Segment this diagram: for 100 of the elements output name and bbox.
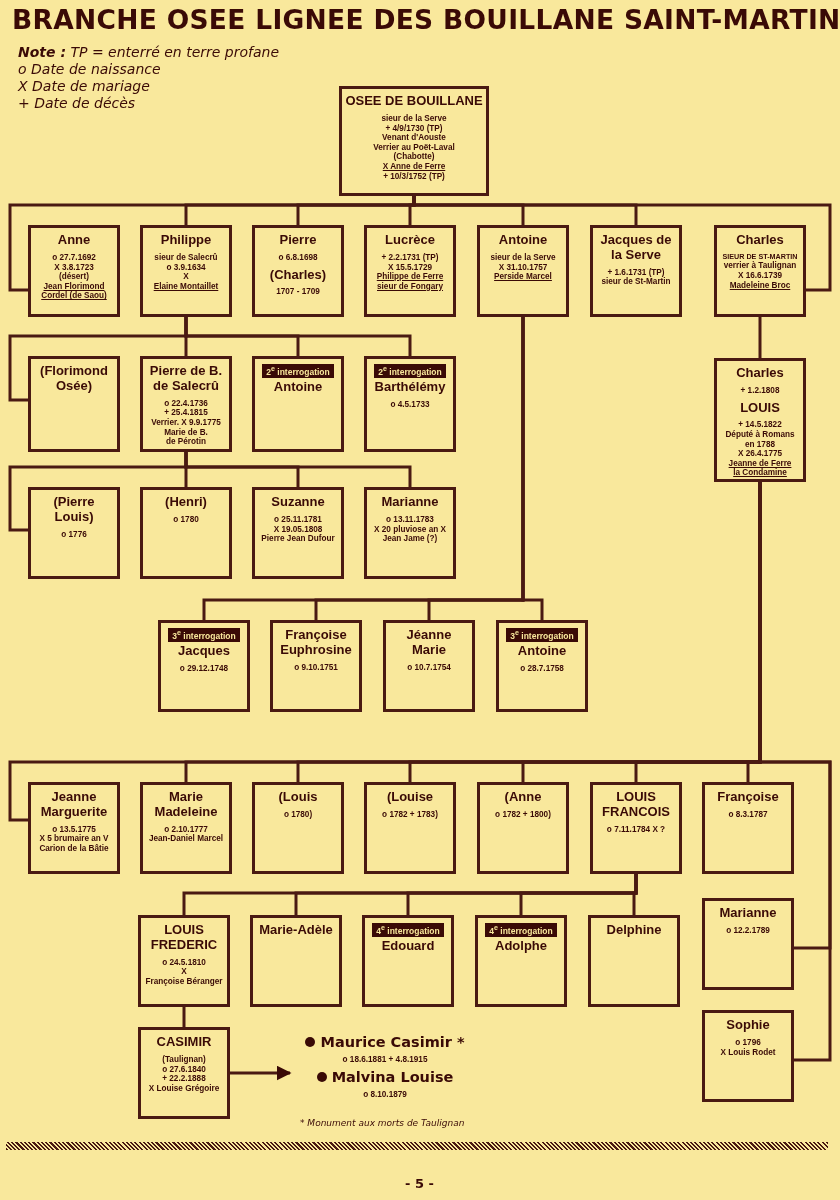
detail-text: sieur de Salecrû xyxy=(154,252,218,263)
detail-text: o 1796 xyxy=(735,1037,761,1048)
detail-text: o 25.11.1781 xyxy=(274,514,322,525)
person-box xyxy=(590,782,682,874)
note-text: Note : TP = enterré en terre profane xyxy=(18,44,280,60)
connector-line xyxy=(184,452,412,487)
detail-text: Venant d'Aouste xyxy=(382,133,446,143)
name-heading: Jacques de la Serve xyxy=(599,233,673,263)
name-heading: Pierre de B. de Salecrû xyxy=(148,364,224,394)
detail-text: X 5 brumaire an V xyxy=(39,834,109,844)
detail-text: o 1776 xyxy=(61,529,87,540)
name-heading: (Henri) xyxy=(165,495,207,510)
detail-text: X xyxy=(181,967,187,977)
detail-text: Jean-Daniel Marcel xyxy=(148,834,224,845)
detail-text: + 1.2.1808 xyxy=(740,385,780,396)
detail-text: + 14.5.1822 xyxy=(738,420,782,430)
detail-text: X 26.4.1775 xyxy=(737,449,783,459)
detail-text: o 10.7.1754 xyxy=(407,662,451,673)
person-box xyxy=(158,620,250,712)
name-heading: OSEE DE BOUILLANE xyxy=(345,94,483,109)
person-box xyxy=(28,487,120,579)
name-heading: Philippe xyxy=(160,233,212,248)
detail-text: o 4.5.1733 xyxy=(390,399,430,410)
detail-text: Françoise Béranger xyxy=(145,977,223,987)
detail-text: + 10/3/1752 (TP) xyxy=(383,171,445,182)
detail-text: verrier à Taulignan xyxy=(723,261,797,271)
detail-text: + 4/9/1730 (TP) xyxy=(385,123,443,133)
detail-text: X 15.5.1729 xyxy=(387,262,433,272)
detail-text: Madeleine Broc xyxy=(729,280,791,291)
person-box xyxy=(28,782,120,874)
detail-text: Carion de la Bâtie xyxy=(39,844,109,854)
person-box xyxy=(496,620,588,712)
detail-text: Pierre Jean Dufour xyxy=(261,534,335,544)
person-box xyxy=(477,225,569,317)
detail-text: o 13.11.1783 xyxy=(386,514,434,525)
page-number: - 5 - xyxy=(405,1176,434,1191)
person-box xyxy=(140,782,232,874)
connector-line xyxy=(184,317,412,356)
connector-line xyxy=(632,874,638,915)
name-heading: Sophie xyxy=(726,1018,770,1033)
name-heading: Françoise xyxy=(717,790,779,805)
name-heading: Charles xyxy=(736,233,784,248)
person-box xyxy=(364,782,456,874)
interrogation-badge: 4$^{e}$ interrogation xyxy=(485,923,557,937)
detail-text: (désert) xyxy=(59,272,89,282)
detail-text: Jean Jame (?) xyxy=(382,534,438,544)
person-box xyxy=(590,225,682,317)
detail-text: o 7.11.1784 X ? xyxy=(606,824,666,835)
detail-text: o 27.7.1692 xyxy=(52,252,96,263)
detail-text: o 1782 + 1800) xyxy=(495,809,551,820)
name-heading: Adolphe xyxy=(495,938,547,954)
detail-text: Perside Marcel xyxy=(494,272,552,282)
person-box xyxy=(477,782,569,874)
name-heading: (Louise xyxy=(386,790,434,805)
arrow xyxy=(230,1065,292,1081)
detail-text: o 1780 xyxy=(173,514,199,525)
name-heading: LOUIS FREDERIC xyxy=(149,923,219,953)
person-box xyxy=(252,356,344,452)
name-heading: Jacques xyxy=(177,643,230,659)
name-heading: Charles xyxy=(736,366,784,381)
detail-text: o 24.5.1810 xyxy=(162,957,206,968)
detail-text: o 1780) xyxy=(283,809,313,820)
interrogation-badge: 3$^{e}$ interrogation xyxy=(506,628,578,642)
name-heading: Delphine xyxy=(606,923,662,938)
person-box xyxy=(702,898,794,990)
person-box xyxy=(364,225,456,317)
detail-text: (Chabotte) xyxy=(393,152,435,162)
name-heading: Antoine xyxy=(498,233,548,248)
detail-text: sieur de la Serve xyxy=(381,113,447,124)
detail-text: X 20 pluviose an X xyxy=(374,524,446,534)
person-box xyxy=(588,915,680,1007)
name-heading: Marianne xyxy=(719,906,777,921)
detail-text: Marie de B. xyxy=(164,427,208,437)
person-box xyxy=(383,620,475,712)
interrogation-badge: 2$^{e}$ interrogation xyxy=(262,364,334,378)
detail-text: o 28.7.1758 xyxy=(520,663,564,674)
detail-text: + 22.2.1888 xyxy=(162,1074,206,1084)
page-title: BRANCHE OSEE LIGNEE DES BOUILLANE SAINT-MARTIN xyxy=(12,4,840,35)
detail-text: o 8.10.1879 xyxy=(363,1089,407,1100)
detail-text: X 3.8.1723 xyxy=(54,262,94,272)
legend-note: X Date de mariage xyxy=(18,78,150,94)
person-box xyxy=(702,1010,794,1102)
detail-text: o 12.2.1789 xyxy=(726,925,770,936)
name-heading: LOUIS FRANCOIS xyxy=(601,790,671,820)
interrogation-badge: 2$^{e}$ interrogation xyxy=(374,364,446,378)
detail-text: + 1.6.1731 (TP) xyxy=(607,267,665,278)
detail-text: + 2.2.1731 (TP) xyxy=(381,252,439,263)
name-heading: Antoine xyxy=(517,643,567,659)
person-box xyxy=(28,356,120,452)
name-heading: (Anne xyxy=(504,790,542,805)
person-box xyxy=(250,915,342,1007)
detail-text: o 27.6.1840 xyxy=(162,1064,206,1075)
detail-text: Jeanne de Ferre xyxy=(728,458,792,468)
detail-text: Député à Romans en 1788 xyxy=(724,430,796,450)
detail-text: + 25.4.1815 xyxy=(164,408,208,418)
name-heading: Lucrèce xyxy=(385,233,435,248)
detail-text: X 31.10.1757 xyxy=(498,262,548,272)
person-box xyxy=(140,225,232,317)
name-heading: (Pierre Louis) xyxy=(52,495,96,525)
name-heading: Suzanne xyxy=(271,495,325,510)
